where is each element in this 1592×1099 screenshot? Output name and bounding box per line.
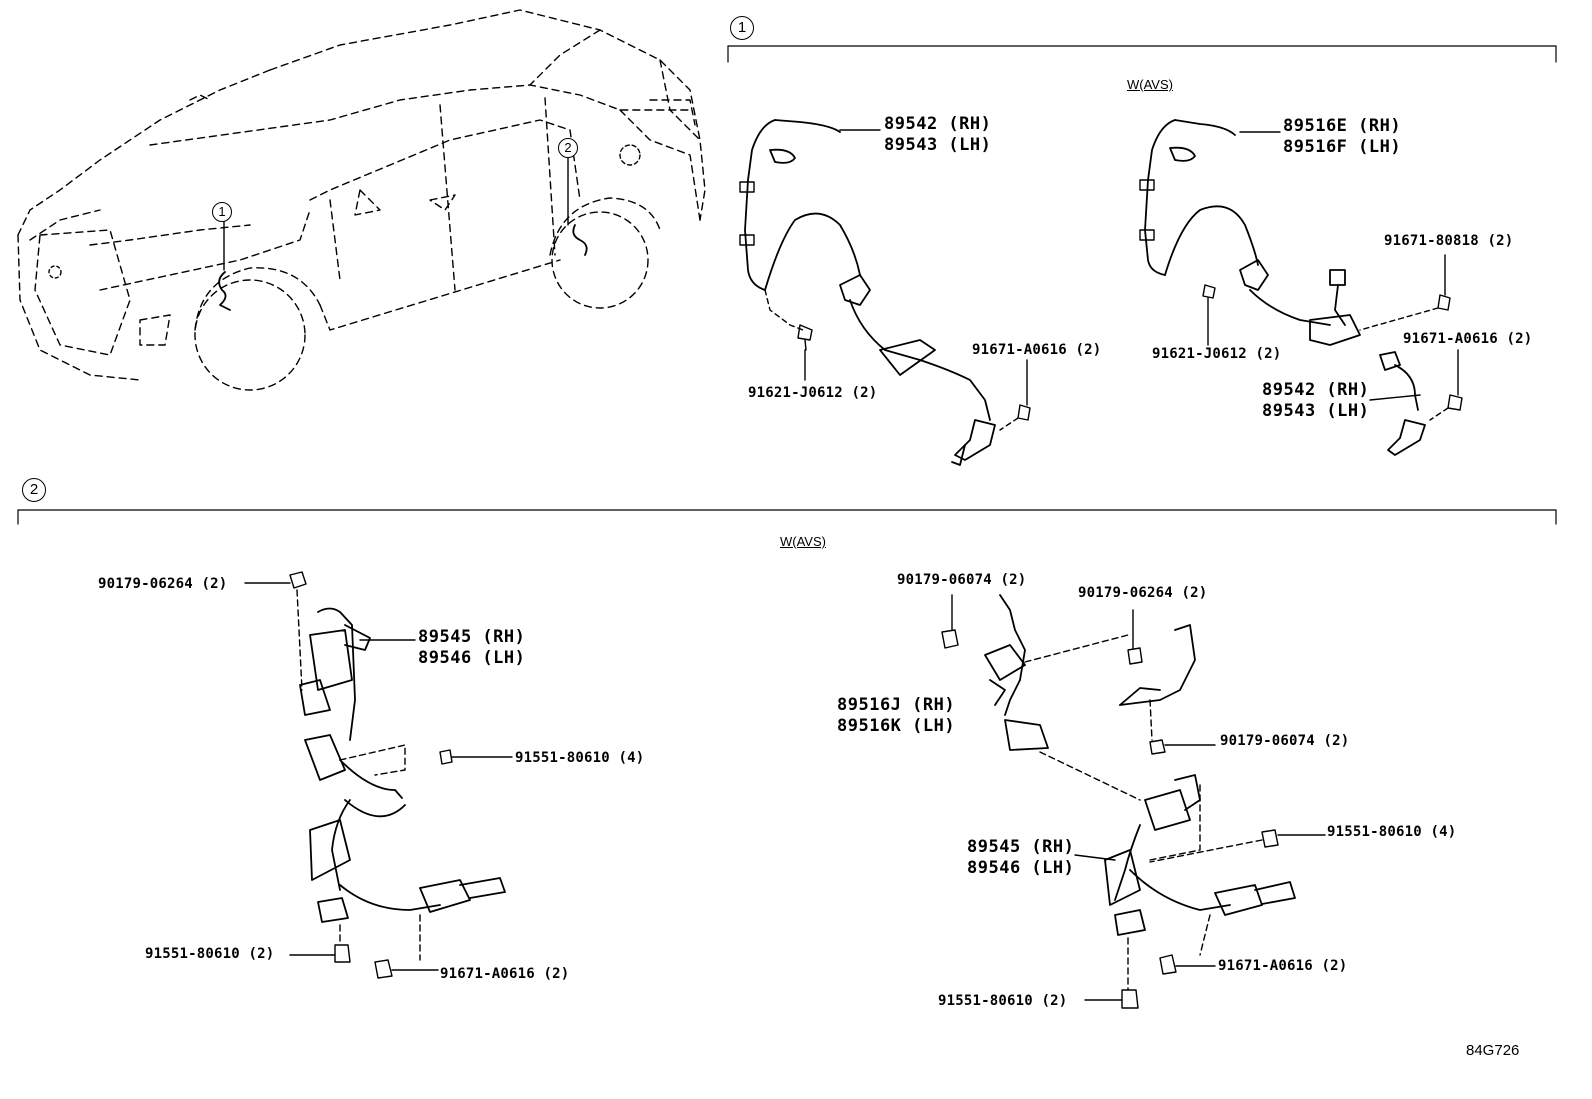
label-bolt-91671-a0616-b: 91671-A0616 (2) xyxy=(1403,331,1533,347)
label-bolt-91671-a0616: 91671-A0616 (2) xyxy=(972,342,1102,358)
label-bolt-91671-a0616-c: 91671-A0616 (2) xyxy=(440,966,570,982)
label-sub-sensor-89542-rh: 89542 (RH) xyxy=(1262,380,1370,400)
vehicle-illustration xyxy=(17,9,706,391)
label-variant-avs-1: W(AVS) xyxy=(1127,77,1173,92)
label-bolt-91551-80610-4: 91551-80610 (4) xyxy=(515,750,645,766)
label-bolt-91551-80610-4-b: 91551-80610 (4) xyxy=(1327,824,1457,840)
label-bolt-91671-a0616-d: 91671-A0616 (2) xyxy=(1218,958,1348,974)
sensor-wire-89542-art xyxy=(739,119,1031,466)
label-wire-89516j-rh: 89516J (RH) xyxy=(837,695,956,715)
label-sensor-89516f-lh: 89516F (LH) xyxy=(1283,137,1402,157)
label-nut-90179-06074: 90179-06074 (2) xyxy=(897,572,1027,588)
label-sub-sensor-89543-lh: 89543 (LH) xyxy=(1262,401,1370,421)
label-bolt-91621-j0612-b: 91621-J0612 (2) xyxy=(1152,346,1282,362)
label-wire-89516k-lh: 89516K (LH) xyxy=(837,716,956,736)
label-nut-90179-06264: 90179-06264 (2) xyxy=(98,576,228,592)
vehicle-callout-2: 2 xyxy=(558,138,578,158)
section1-marker: 1 xyxy=(730,16,754,40)
label-bolt-91551-80610-2: 91551-80610 (2) xyxy=(145,946,275,962)
diagram-code: 84G726 xyxy=(1466,1042,1520,1059)
rear-sensor-right-art xyxy=(941,594,1326,1009)
label-sensor-89542-rh: 89542 (RH) xyxy=(884,114,992,134)
section1-frame xyxy=(727,45,1557,63)
sensor-wire-89516E-art xyxy=(1139,119,1463,456)
section2-marker: 2 xyxy=(22,478,46,502)
label-sensor-89546-lh-b: 89546 (LH) xyxy=(967,858,1075,878)
label-sensor-89543-lh: 89543 (LH) xyxy=(884,135,992,155)
section2-frame xyxy=(17,509,1557,525)
label-nut-90179-06074-b: 90179-06074 (2) xyxy=(1220,733,1350,749)
label-bolt-91671-80818: 91671-80818 (2) xyxy=(1384,233,1514,249)
label-variant-avs-2: W(AVS) xyxy=(780,534,826,549)
label-sensor-89546-lh: 89546 (LH) xyxy=(418,648,526,668)
label-sensor-89545-rh-b: 89545 (RH) xyxy=(967,837,1075,857)
label-sensor-89545-rh: 89545 (RH) xyxy=(418,627,526,647)
label-sensor-89516e-rh: 89516E (RH) xyxy=(1283,116,1402,136)
label-bolt-91551-80610-2-b: 91551-80610 (2) xyxy=(938,993,1068,1009)
vehicle-callout-1: 1 xyxy=(212,202,232,222)
rear-sensor-left-art xyxy=(244,571,513,979)
label-bolt-91621-j0612: 91621-J0612 (2) xyxy=(748,385,878,401)
label-nut-90179-06264-b: 90179-06264 (2) xyxy=(1078,585,1208,601)
